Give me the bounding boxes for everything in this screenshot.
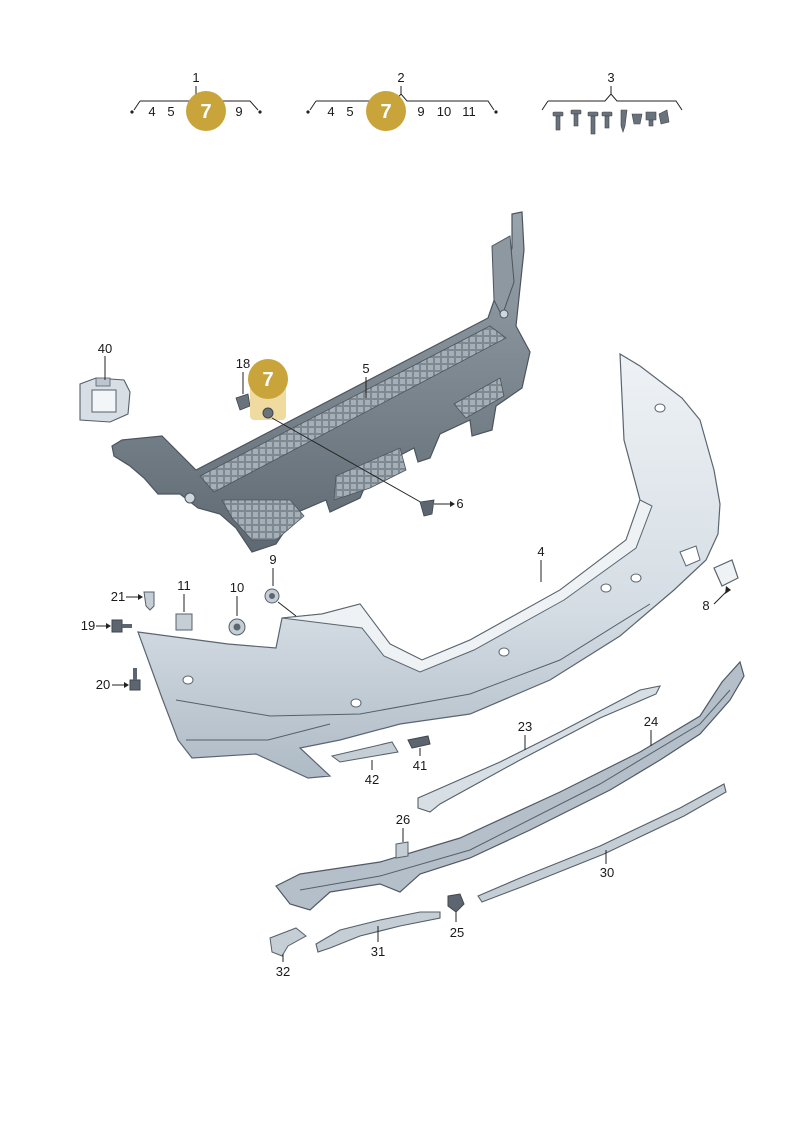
group-1-badge — [186, 91, 226, 131]
group-1-right-dot — [258, 110, 262, 114]
nut-part-7 — [262, 407, 274, 419]
carrier-beam — [111, 211, 531, 553]
group-3-number: 3 — [607, 70, 614, 85]
group-2-item: 4 — [327, 104, 334, 119]
clip-part-18 — [235, 393, 251, 411]
bracket-part-32 — [269, 927, 307, 957]
trim-strip-part-30 — [477, 783, 727, 903]
part-label-40: 40 — [98, 341, 112, 356]
bumper-carrier — [111, 211, 531, 553]
part-label-20: 20 — [96, 677, 110, 692]
bracket-part-40 — [79, 377, 131, 423]
part-label-32: 32 — [276, 964, 290, 979]
trim-strip-part-23 — [417, 685, 661, 813]
part-label-5: 5 — [362, 361, 369, 376]
group-1-item: 9 — [235, 104, 242, 119]
carrier-lattice — [199, 325, 507, 493]
screw-part-19 — [111, 619, 123, 633]
part-label-26: 26 — [396, 812, 410, 827]
part-label-19: 19 — [81, 618, 95, 633]
group-2-item: 10 — [437, 104, 451, 119]
clip-part-26 — [395, 841, 409, 859]
group-2-badge — [366, 91, 406, 131]
group-1-number: 1 — [192, 70, 199, 85]
part-label-9: 9 — [269, 552, 276, 567]
tow-cover-part-8 — [713, 559, 739, 587]
part-label-8: 8 — [702, 598, 709, 613]
trim-strip-part-31 — [315, 911, 441, 953]
part-label-30: 30 — [600, 865, 614, 880]
part-label-18: 18 — [236, 356, 250, 371]
part-label-23: 23 — [518, 719, 532, 734]
part-label-6: 6 — [456, 496, 463, 511]
callout-badge — [248, 359, 288, 399]
group-3: 3 — [541, 70, 683, 135]
part-label-10: 10 — [230, 580, 244, 595]
part-label-11: 11 — [177, 578, 191, 593]
part-label-24: 24 — [644, 714, 658, 729]
group-2: 2 4 5 7 9 10 11 — [306, 70, 498, 131]
part-label-25: 25 — [450, 925, 464, 940]
part-label-42: 42 — [365, 772, 379, 787]
group-2-item: 5 — [346, 104, 353, 119]
group-2-item: 9 — [417, 104, 424, 119]
group-2-item: 11 — [462, 104, 476, 119]
part-label-4: 4 — [537, 544, 544, 559]
clip-part-6 — [419, 499, 435, 517]
bumper-cover — [137, 352, 721, 779]
clip-part-25 — [447, 893, 465, 913]
fastener-set-icon — [552, 109, 670, 135]
group-3-bracket — [541, 86, 683, 111]
group-1-badge-label: 7 — [200, 101, 211, 123]
guide-part-21 — [143, 591, 155, 611]
part-label-21: 21 — [111, 589, 125, 604]
part-label-31: 31 — [371, 944, 385, 959]
clip-part-41 — [407, 735, 431, 749]
reflector-part-42 — [330, 741, 399, 763]
bracket-part-11 — [175, 613, 193, 631]
group-1: 1 4 5 7 9 — [130, 70, 262, 131]
group-2-badge-label: 7 — [380, 101, 391, 123]
group-1-item: 4 — [148, 104, 155, 119]
diffuser-part-24 — [275, 660, 745, 911]
group-2-number: 2 — [397, 70, 404, 85]
group-1-left-dot — [130, 110, 134, 114]
part-label-41: 41 — [413, 758, 427, 773]
screw-part-20 — [129, 679, 141, 691]
group-1-item: 5 — [167, 104, 174, 119]
callout-badge-label: 7 — [262, 369, 273, 391]
